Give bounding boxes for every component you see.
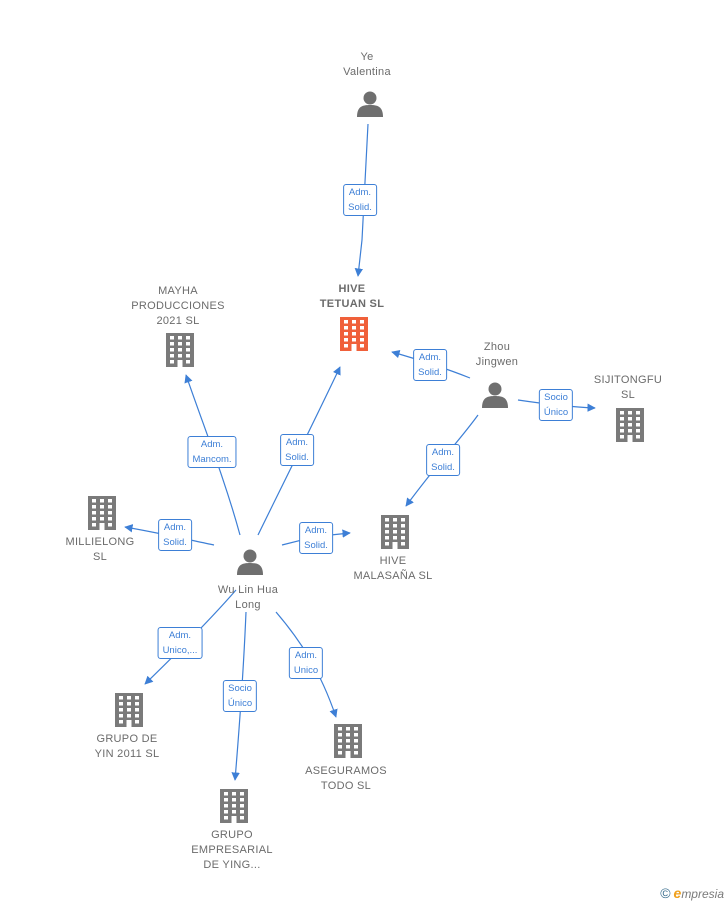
- node-label-line: SL: [92, 551, 108, 563]
- node-label-line: MAYHA: [158, 285, 198, 297]
- node-label-millielong[interactable]: MILLIELONG SL: [65, 535, 134, 565]
- edge-label-wu-to-millielong[interactable]: Adm. Solid.: [158, 519, 192, 551]
- edge-label-wu-to-grupo_yin[interactable]: Adm. Unico,...: [157, 627, 203, 659]
- edge-label-line: Adm.: [285, 437, 309, 448]
- copyright-icon: ©: [660, 885, 671, 901]
- edge-label-wu-to-aseguramos[interactable]: Adm. Unico: [288, 647, 324, 679]
- node-label-line: Long: [235, 599, 261, 611]
- node-label-line: ASEGURAMOS: [305, 765, 387, 777]
- node-label-line: Ye: [360, 51, 374, 63]
- edge-label-line: Solid.: [431, 462, 455, 473]
- node-label-grupo-yin[interactable]: GRUPO DE YIN 2011 SL: [95, 732, 160, 762]
- node-label-line: YIN 2011 SL: [94, 748, 160, 760]
- edge-label-line: Solid.: [418, 367, 442, 378]
- node-label-line: Wu Lin Hua: [217, 584, 279, 596]
- brand-name: mpresia: [681, 887, 724, 901]
- node-label-aseguramos[interactable]: ASEGURAMOS TODO SL: [305, 764, 387, 794]
- empresia-brand[interactable]: ©empresia: [660, 885, 724, 901]
- brand-initial: e: [673, 885, 682, 901]
- node-label-grupo-ying[interactable]: GRUPO EMPRESARIAL DE YING...: [191, 828, 273, 873]
- node-label-line: 2021 SL: [156, 315, 200, 327]
- edge-label-line: Mancom.: [192, 454, 232, 465]
- building-icon[interactable]: [115, 693, 143, 727]
- edge-label-line: Solid.: [348, 202, 372, 213]
- node-label-mayha[interactable]: MAYHA PRODUCCIONES 2021 SL: [131, 284, 224, 329]
- building-icon[interactable]: [334, 724, 362, 758]
- person-icon[interactable]: [357, 91, 383, 118]
- edge-label-line: Único: [543, 407, 569, 418]
- edge-label-line: Solid.: [285, 452, 309, 463]
- edge-label-line: Solid.: [304, 540, 328, 551]
- node-label-line: SIJITONGFU: [593, 374, 663, 386]
- edge-label-line: Único: [227, 698, 253, 709]
- edge-label-line: Socio: [544, 392, 568, 403]
- edge-label-zhou-to-hive_malasana[interactable]: Adm. Solid.: [426, 444, 460, 476]
- node-label-sijitongfu[interactable]: SIJITONGFU SL: [594, 373, 662, 403]
- node-label-line: Jingwen: [475, 356, 519, 368]
- edge-label-line: Unico: [293, 665, 319, 676]
- edge-label-line: Adm.: [168, 630, 192, 641]
- edge-label-wu-to-mayha[interactable]: Adm. Mancom.: [187, 436, 237, 468]
- node-label-line: SL: [620, 389, 636, 401]
- node-label-line: Valentina: [343, 66, 391, 78]
- building-icon[interactable]: [166, 333, 194, 367]
- node-label-line: HIVE: [379, 555, 407, 567]
- edge-label-line: Adm.: [163, 522, 187, 533]
- building-icon[interactable]: [381, 515, 409, 549]
- edge-label-ye-to-hive_tetuan[interactable]: Adm. Solid.: [343, 184, 377, 216]
- node-label-line: DE YING...: [203, 859, 261, 871]
- building-icon[interactable]: [340, 317, 368, 351]
- edge-label-zhou-to-hive_tetuan[interactable]: Adm. Solid.: [413, 349, 447, 381]
- edge-label-line: Adm.: [304, 525, 328, 536]
- person-icon[interactable]: [482, 382, 508, 409]
- edge-label-line: Adm.: [431, 447, 455, 458]
- node-label-hive-malasana[interactable]: HIVE MALASAÑA SL: [353, 554, 432, 584]
- node-label-line: TODO SL: [320, 780, 372, 792]
- edge-label-line: Solid.: [163, 537, 187, 548]
- building-icon[interactable]: [616, 408, 644, 442]
- edge-label-wu-to-hive_tetuan[interactable]: Adm. Solid.: [280, 434, 314, 466]
- node-label-hive-tetuan[interactable]: HIVE TETUAN SL: [320, 282, 384, 312]
- edge-label-line: Socio: [228, 683, 252, 694]
- edge-label-line: Unico,...: [162, 645, 198, 656]
- edge-label-line: Adm.: [200, 439, 224, 450]
- building-icon[interactable]: [88, 496, 116, 530]
- building-icon[interactable]: [220, 789, 248, 823]
- person-icon[interactable]: [237, 549, 263, 576]
- node-label-line: HIVE: [338, 283, 366, 295]
- node-label-line: MILLIELONG: [65, 536, 135, 548]
- node-label-line: Zhou: [483, 341, 511, 353]
- node-label-line: MALASAÑA SL: [353, 570, 433, 582]
- edge-label-line: Adm.: [294, 650, 318, 661]
- edge-label-line: Adm.: [418, 352, 442, 363]
- node-label-line: GRUPO: [211, 829, 253, 841]
- icons: [88, 91, 644, 823]
- node-label-line: PRODUCCIONES: [131, 300, 225, 312]
- edge-label-wu-to-hive_malasana[interactable]: Adm. Solid.: [299, 522, 333, 554]
- edge-label-line: Adm.: [348, 187, 372, 198]
- node-label-line: GRUPO DE: [96, 733, 158, 745]
- node-label-line: TETUAN SL: [319, 298, 385, 310]
- node-label-line: EMPRESARIAL: [191, 844, 273, 856]
